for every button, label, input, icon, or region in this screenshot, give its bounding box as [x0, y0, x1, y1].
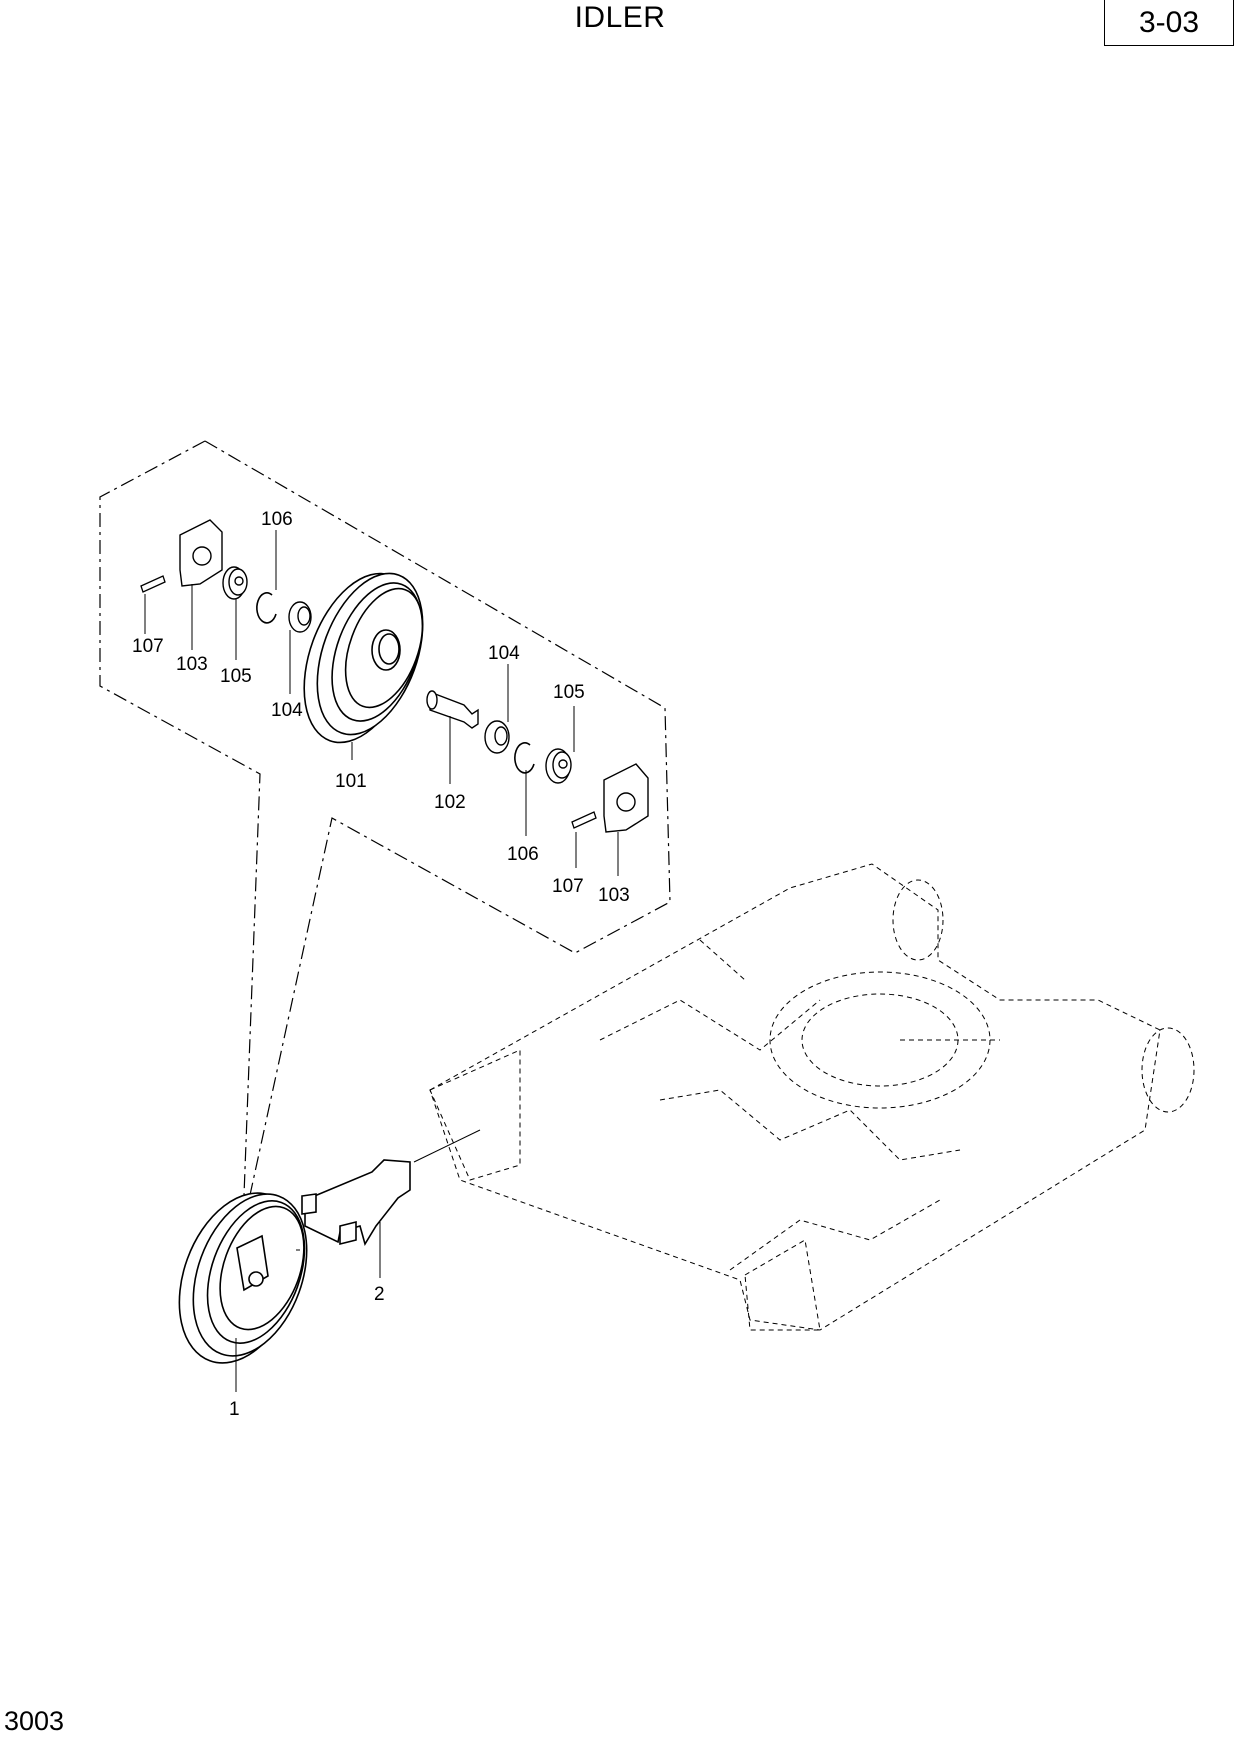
callout-105-right: 105 [553, 682, 585, 703]
bushing-104-right [484, 720, 510, 754]
callout-103-left: 103 [176, 654, 208, 675]
callout-102: 102 [434, 792, 466, 813]
callout-107-left: 107 [132, 636, 164, 657]
callout-leaders [144, 530, 619, 1392]
bracket-leader [413, 1129, 481, 1163]
bushing-104-left [288, 601, 312, 633]
housing-103-left [179, 519, 223, 587]
callout-104-right: 104 [488, 643, 520, 664]
callout-107-right: 107 [552, 876, 584, 897]
callout-106-left: 106 [261, 509, 293, 530]
exploded-view-boundary [99, 440, 671, 1196]
snap-ring-106-left [256, 592, 277, 624]
page-number-box: 3-03 [1104, 0, 1234, 46]
track-frame-outline [429, 863, 1195, 1331]
callout-2: 2 [374, 1284, 385, 1305]
callout-103-right: 103 [598, 885, 630, 906]
page-title: IDLER [574, 1, 666, 34]
pin-107-right [571, 811, 597, 829]
idler-assembly [178, 1192, 308, 1364]
document-code: 3003 [4, 1706, 65, 1736]
callout-106-right: 106 [507, 844, 539, 865]
seal-105-left [222, 566, 248, 600]
shaft-102 [426, 690, 479, 729]
callout-105-left: 105 [220, 666, 252, 687]
callout-104-left: 104 [271, 700, 303, 721]
snap-ring-106-right [514, 742, 535, 774]
housing-103-right [603, 763, 649, 833]
pin-107-left [140, 575, 166, 593]
seal-105-right [545, 748, 572, 784]
callout-1: 1 [229, 1399, 240, 1420]
idler-wheel-101 [303, 572, 424, 744]
callout-101: 101 [335, 771, 367, 792]
idler-bracket [301, 1159, 411, 1246]
